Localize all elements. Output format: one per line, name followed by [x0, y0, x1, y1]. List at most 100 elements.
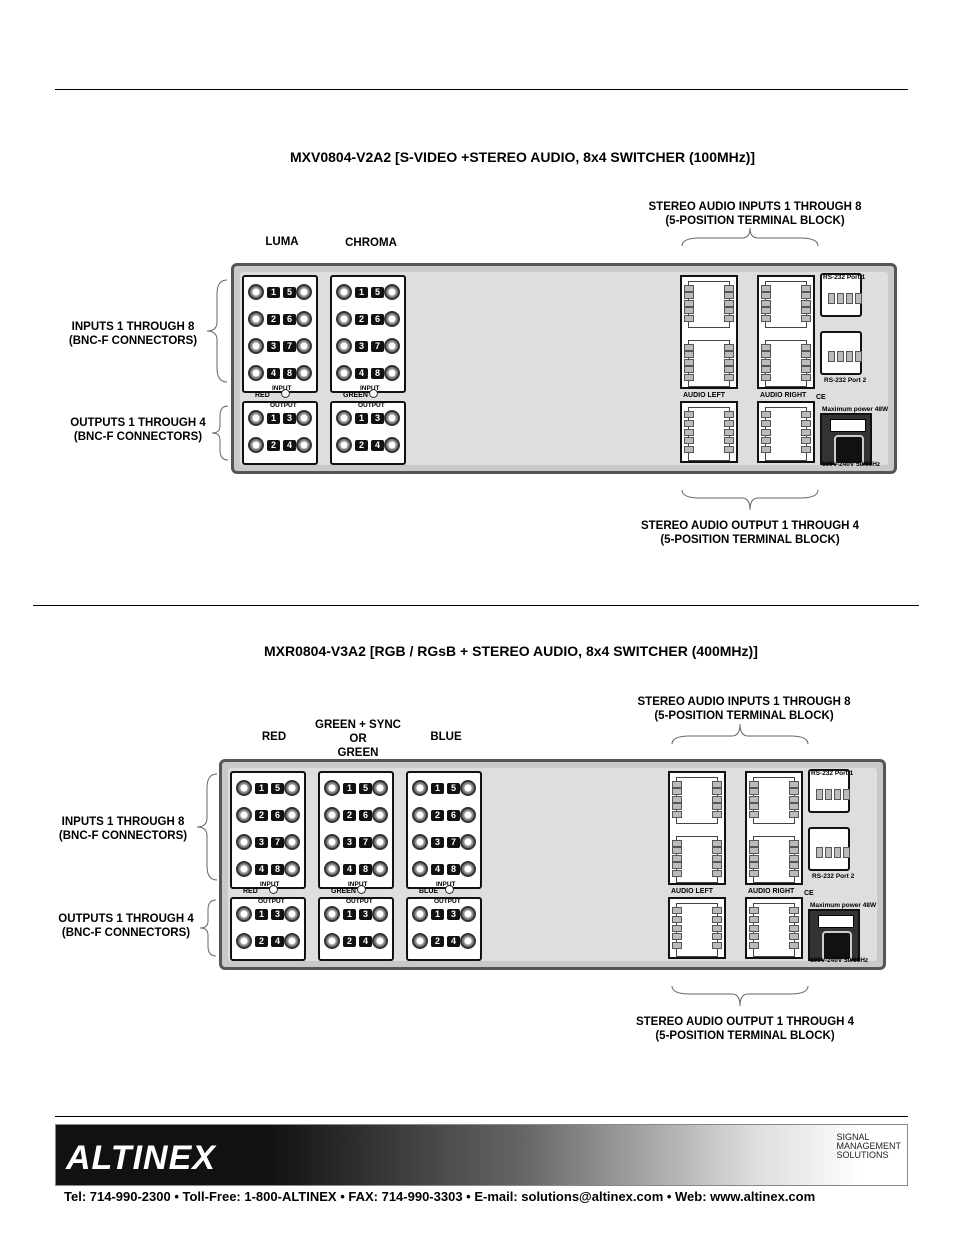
brace-audio-in-1 — [681, 227, 819, 247]
terminal-pin-icon — [712, 854, 722, 862]
bnc-connector-icon — [248, 437, 264, 453]
terminal-pin-icon — [724, 344, 734, 351]
terminal-pin-icon — [789, 803, 799, 811]
terminal-pin-icon — [712, 803, 722, 811]
terminal-pin-icon — [801, 285, 811, 292]
terminal-pin-icon — [749, 924, 759, 932]
terminal-pin-icon — [761, 358, 771, 366]
bnc-connector-icon — [236, 933, 252, 949]
terminal-pin-icon — [724, 428, 734, 436]
rs232-port2 — [820, 331, 862, 375]
terminal-pin-icon — [843, 789, 850, 800]
port-number: 5 — [371, 287, 384, 298]
terminal-pin-icon — [724, 358, 734, 366]
terminal-pin-icon — [684, 299, 694, 307]
terminal-pin-icon — [846, 293, 853, 304]
port-number: 2 — [267, 440, 280, 451]
terminal-pin-icon — [843, 847, 850, 858]
port-number: 1 — [267, 413, 280, 424]
brace-outputs-1 — [211, 405, 229, 461]
bottom-rule — [55, 1116, 908, 1117]
bnc-connector-icon — [336, 284, 352, 300]
group-indicator-icon — [445, 885, 454, 894]
port-number: 6 — [447, 810, 460, 821]
luma-label: LUMA — [265, 236, 299, 248]
bnc-connector-icon — [372, 807, 388, 823]
bnc-connector-icon — [324, 906, 340, 922]
terminal-pin-icon — [801, 419, 811, 427]
terminal-pin-icon — [712, 788, 722, 796]
bnc-connector-icon — [324, 933, 340, 949]
audio-right-label: AUDIO RIGHT — [760, 392, 807, 399]
terminal-pin-icon — [749, 862, 759, 870]
group-indicator-icon — [369, 389, 378, 398]
port-number: 1 — [255, 783, 268, 794]
terminal-pin-icon — [684, 344, 694, 351]
rs232-port1-label: RS-232 Port 1 — [811, 770, 854, 777]
port-number: 7 — [271, 837, 284, 848]
altinex-logo: ALTINEX SIGNAL MANAGEMENT SOLUTIONS — [55, 1124, 908, 1186]
port-number: 1 — [355, 287, 368, 298]
bnc-connector-icon — [336, 338, 352, 354]
bnc-connector-icon — [412, 807, 428, 823]
terminal-pin-icon — [761, 411, 771, 418]
bnc-connector-icon — [372, 933, 388, 949]
bnc-connector-icon — [236, 834, 252, 850]
terminal-pin-icon — [761, 344, 771, 351]
terminal-pin-icon — [789, 915, 799, 923]
top-rule — [55, 89, 908, 90]
audio-output-terminal-right — [745, 897, 803, 959]
audio-output-terminal-left-section — [672, 903, 722, 957]
port-number: 7 — [447, 837, 460, 848]
group-label: GREEN — [331, 888, 356, 895]
port-number: 1 — [431, 909, 444, 920]
output-tag: OUTPUT — [258, 898, 285, 905]
bnc-connector-icon — [296, 410, 312, 426]
terminal-pin-icon — [855, 351, 862, 362]
terminal-pin-icon — [816, 789, 823, 800]
terminal-pin-icon — [801, 351, 811, 359]
terminal-pin-icon — [761, 351, 771, 359]
terminal-pin-icon — [724, 419, 734, 427]
terminal-pin-icon — [672, 795, 682, 803]
bnc-connector-icon — [236, 861, 252, 877]
terminal-pin-icon — [672, 915, 682, 923]
terminal-pin-icon — [761, 299, 771, 307]
port-number: 4 — [255, 864, 268, 875]
bnc-connector-icon — [284, 834, 300, 850]
terminal-pin-icon — [789, 933, 799, 941]
audio-output-terminal-left — [668, 897, 726, 959]
bnc-connector-icon — [372, 780, 388, 796]
brace-outputs-2 — [199, 899, 217, 957]
rs232-port2 — [808, 827, 850, 871]
terminal-pin-icon — [749, 854, 759, 862]
terminal-pin-icon — [761, 446, 771, 454]
terminal-pin-icon — [684, 373, 694, 381]
terminal-pin-icon — [684, 428, 694, 436]
green-sync-label: GREEN + SYNC OR GREEN — [315, 719, 401, 759]
terminal-pin-icon — [761, 285, 771, 292]
terminal-pin-icon — [761, 437, 771, 445]
port-number: 4 — [431, 864, 444, 875]
terminal-pin-icon — [724, 307, 734, 315]
port-number: 1 — [355, 413, 368, 424]
port-number: 2 — [255, 936, 268, 947]
port-number: 4 — [343, 864, 356, 875]
bnc-connector-icon — [248, 410, 264, 426]
bnc-connector-icon — [284, 906, 300, 922]
port-number: 3 — [359, 909, 372, 920]
